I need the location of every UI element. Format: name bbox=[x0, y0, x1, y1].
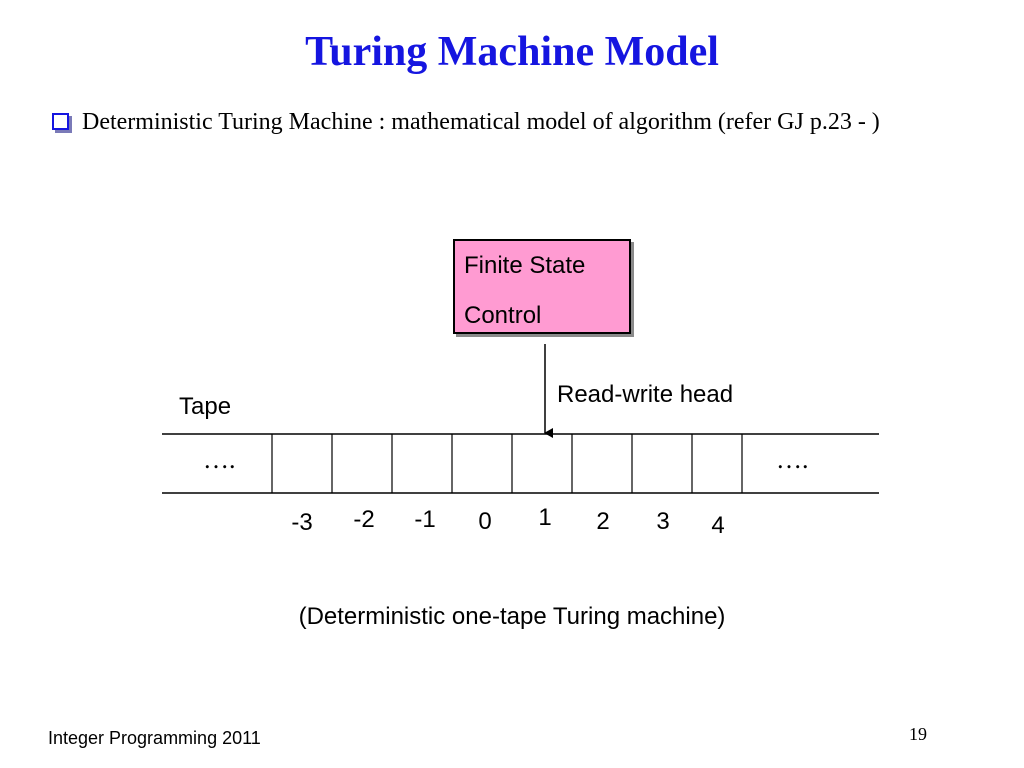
cell-index-label: 4 bbox=[711, 512, 725, 539]
diagram-caption: (Deterministic one-tape Turing machine) bbox=[298, 603, 726, 630]
checkbox-bullet-icon bbox=[52, 113, 69, 130]
cell-index-label: 2 bbox=[596, 508, 610, 535]
tape-ellipsis-left: …. bbox=[203, 445, 236, 474]
cell-index-label: -2 bbox=[353, 506, 375, 533]
tape-label: Tape bbox=[179, 393, 232, 420]
tape bbox=[162, 433, 879, 494]
control-label-line2: Control bbox=[464, 302, 542, 329]
cell-index-label: 3 bbox=[656, 508, 670, 535]
read-write-head-label: Read-write head bbox=[557, 381, 734, 408]
slide-title: Turing Machine Model bbox=[305, 29, 719, 75]
bullet-text: Deterministic Turing Machine : mathemati… bbox=[82, 109, 880, 135]
cell-index-label: -3 bbox=[291, 509, 313, 536]
cell-index-label: 0 bbox=[478, 508, 492, 535]
cell-index-label: 1 bbox=[538, 504, 552, 531]
slide-number: 19 bbox=[909, 724, 927, 744]
tape-ellipsis-right: …. bbox=[776, 445, 809, 474]
footer-course-title: Integer Programming 2011 bbox=[48, 728, 261, 748]
control-label-line1: Finite State bbox=[464, 252, 586, 279]
finite-state-control-box: Finite State Control bbox=[453, 239, 631, 334]
cell-index-label: -1 bbox=[414, 506, 436, 533]
